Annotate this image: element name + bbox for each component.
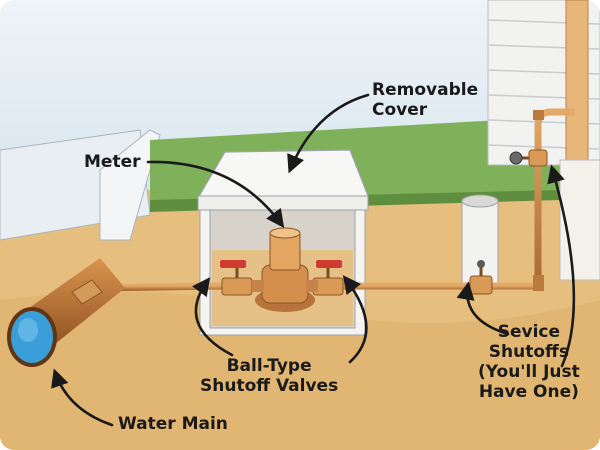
arrow-meter [146,160,285,228]
label-line: Shutoffs [488,342,569,362]
water-meter [252,227,318,312]
house-trim [565,0,589,166]
right-ball-valve [312,260,344,296]
label-water-main: Water Main [118,414,228,434]
cover-rim [197,195,369,211]
label-service-shutoffs: Sevice Shutoffs (You'll Just Have One) [478,322,580,402]
label-line: Have One) [478,382,579,402]
curb-stop-valve [469,260,493,295]
arrow-shutoff-house [547,164,576,368]
main-tap-saddle [71,279,103,305]
foundation [559,159,600,281]
label-meter: Meter [84,152,141,172]
arrow-removable-cover [287,93,370,174]
left-ball-valve [220,260,253,296]
arrow-ball-valve-right [342,275,368,364]
soil-shading [0,292,600,450]
water-main-pipe [7,258,125,367]
label-removable-cover: Removable Cover [372,80,478,120]
house-shutoff-valve [509,149,548,167]
arrow-ball-valve-left [192,277,234,357]
removable-cover-shape [196,149,369,199]
callout-arrows [51,93,576,427]
label-line: Removable [372,80,479,100]
arrow-water-main [51,368,114,427]
curb [99,129,161,241]
label-line: Shutoff Valves [200,376,339,396]
label-line: (You'll Just [478,362,580,382]
label-line: Ball-Type [226,356,312,376]
label-ball-type-shutoff-valves: Ball-Type Shutoff Valves [200,356,338,396]
arrow-shutoff-curb [456,281,510,336]
label-line: Sevice [497,322,561,342]
label-line: Cover [372,100,428,120]
